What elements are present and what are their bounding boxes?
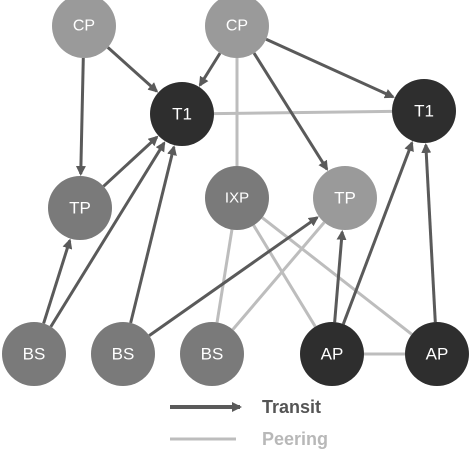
transit-link-cp2-to-t1b xyxy=(265,37,395,99)
node-cp-center-circle xyxy=(205,0,269,58)
peering-link-ixp-bs3 xyxy=(215,229,234,323)
node-bs-1-label: BS xyxy=(23,345,46,364)
node-ixp: IXP xyxy=(205,166,269,230)
node-cp-center-label: CP xyxy=(226,18,248,35)
node-t1-left-label: T1 xyxy=(172,105,192,124)
peering-link-bs3-tp2 xyxy=(231,221,326,331)
node-bs-1-circle xyxy=(2,322,66,386)
legend-peering-label: Peering xyxy=(262,429,328,449)
transit-link-ap2-to-t1b xyxy=(421,142,437,323)
legend: Transit Peering xyxy=(170,397,328,449)
transit-link-ap1-to-tp2 xyxy=(333,229,347,323)
node-tp-right-label: TP xyxy=(334,189,356,208)
node-bs-3-circle xyxy=(180,322,244,386)
node-bs-1: BS xyxy=(2,322,66,386)
node-ap-right: AP xyxy=(405,322,469,386)
node-bs-2-label: BS xyxy=(112,345,135,364)
node-ixp-label: IXP xyxy=(225,190,249,207)
node-t1-left: T1 xyxy=(150,82,214,146)
node-ap-right-circle xyxy=(405,322,469,386)
transit-link-cp1-to-tp1 xyxy=(75,57,86,177)
transit-link-cp1-to-t1a xyxy=(106,46,159,93)
node-cp-left-label: CP xyxy=(73,18,95,35)
node-ixp-circle xyxy=(205,166,269,230)
node-tp-left-circle xyxy=(48,176,112,240)
transit-link-bs2-to-tp2 xyxy=(148,216,319,337)
node-ap-left-circle xyxy=(300,322,364,386)
node-ap-left-label: AP xyxy=(321,345,344,364)
legend-transit-label: Transit xyxy=(262,397,321,417)
node-tp-right: TP xyxy=(313,166,377,230)
node-cp-left-circle xyxy=(52,0,116,58)
transit-link-cp2-to-tp2 xyxy=(252,52,329,171)
node-t1-right: T1 xyxy=(392,79,456,143)
node-t1-left-circle xyxy=(150,82,214,146)
node-cp-left: CP xyxy=(52,0,116,58)
node-bs-2-circle xyxy=(91,322,155,386)
node-bs-3-label: BS xyxy=(201,345,224,364)
node-tp-left-label: TP xyxy=(69,199,91,218)
node-t1-right-circle xyxy=(392,79,456,143)
node-ap-right-label: AP xyxy=(426,345,449,364)
node-bs-3: BS xyxy=(180,322,244,386)
transit-link-bs1-to-t1a xyxy=(49,141,166,328)
node-tp-left: TP xyxy=(48,176,112,240)
node-bs-2: BS xyxy=(91,322,155,386)
node-ap-left: AP xyxy=(300,322,364,386)
transit-link-bs2-to-t1a xyxy=(129,145,177,324)
node-tp-right-circle xyxy=(313,166,377,230)
peering-link-t1a-t1b xyxy=(213,109,393,116)
transit-link-tp1-to-t1a xyxy=(102,135,159,188)
transit-link-cp2-to-t1a xyxy=(198,52,222,87)
node-t1-right-label: T1 xyxy=(414,102,434,121)
transit-link-ap1-to-t1b xyxy=(341,140,414,325)
peering-link-ixp-ap1 xyxy=(252,224,317,328)
transit-links xyxy=(42,37,437,337)
node-cp-center: CP xyxy=(205,0,269,58)
transit-link-bs1-to-tp1 xyxy=(42,238,73,324)
